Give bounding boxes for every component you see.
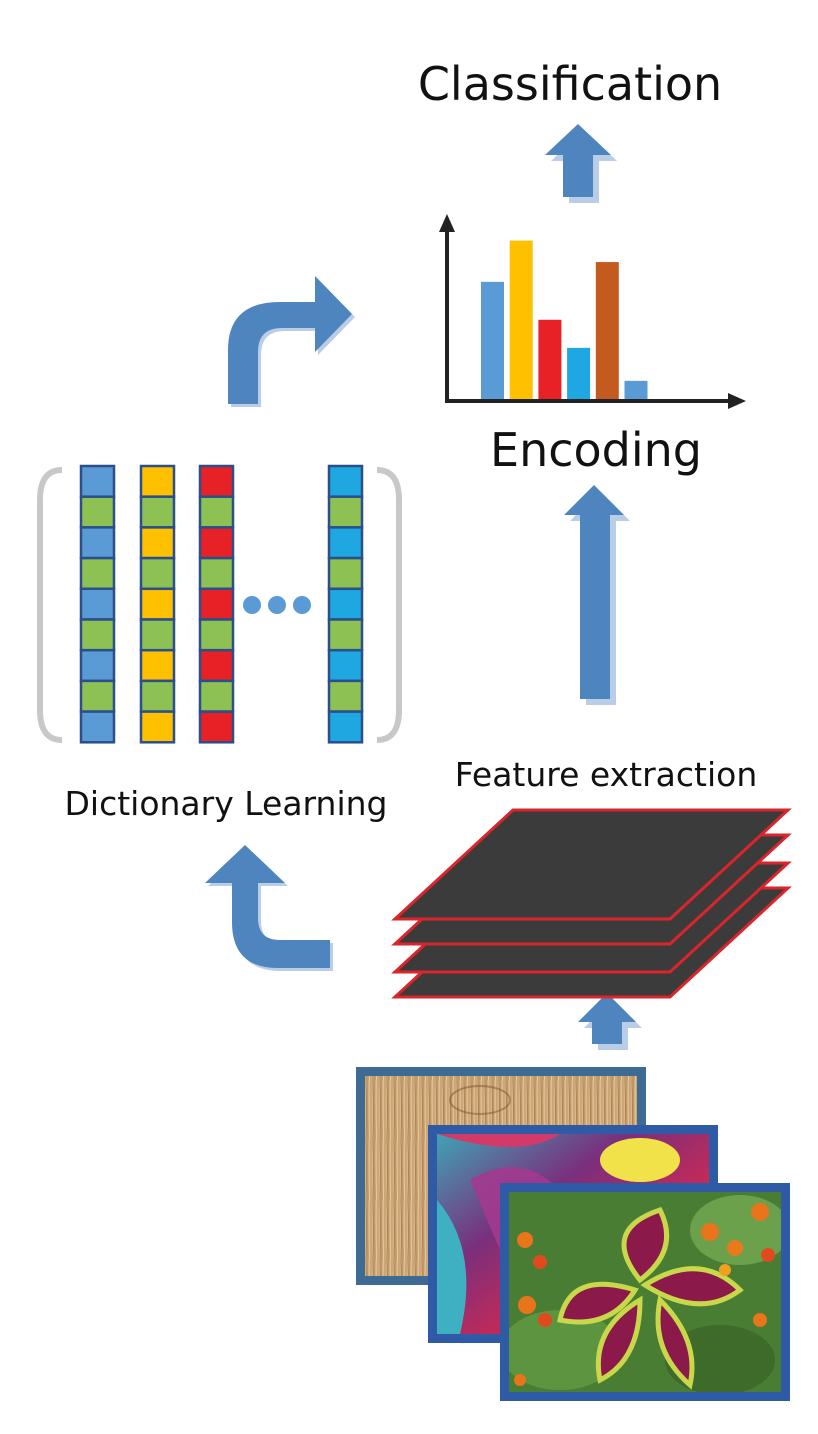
flower-plant-image (500, 1183, 790, 1401)
chart-bar-1 (481, 281, 504, 399)
dictionary-cell (139, 556, 176, 591)
dictionary-cell (139, 587, 176, 621)
arrow-to-classification-icon (545, 124, 617, 203)
dictionary-cell (139, 648, 176, 683)
dictionary-cell (327, 710, 364, 744)
chart-x-axis-arrowhead (728, 393, 746, 409)
feature-extraction-label: Feature extraction (455, 755, 758, 794)
dictionary-cell (198, 526, 235, 560)
dictionary-cell (198, 679, 235, 713)
dictionary-atom-3 (198, 464, 235, 744)
dictionary-cell (327, 526, 364, 560)
dictionary-cell (79, 526, 116, 560)
chart-bar-2 (509, 240, 533, 399)
left-bracket (37, 467, 63, 743)
dictionary-cell (139, 679, 176, 713)
dictionary-cell (198, 556, 235, 591)
dictionary-cell (198, 464, 235, 498)
dictionary-cell (198, 495, 235, 529)
dictionary-cell (327, 587, 364, 621)
dictionary-cell (79, 648, 116, 683)
chart-bar-5 (595, 262, 619, 399)
curved-arrow-to-encoding-icon (228, 276, 355, 407)
dictionary-atom-4 (327, 464, 364, 744)
input-images (356, 1067, 790, 1401)
dictionary-cell (139, 618, 176, 652)
dictionary-matrix (37, 464, 402, 744)
chart-bar-6 (624, 380, 648, 399)
classification-label: Classification (418, 57, 722, 111)
chart-bar-4 (567, 347, 591, 399)
dictionary-cell (139, 710, 176, 744)
dictionary-cell (327, 495, 364, 529)
dictionary-cell (139, 495, 176, 529)
dictionary-learning-label: Dictionary Learning (64, 784, 387, 823)
curved-arrow-to-dictionary-icon (205, 845, 333, 971)
dictionary-cell (79, 556, 116, 591)
dictionary-cell (198, 587, 235, 621)
dictionary-cell (79, 495, 116, 529)
right-bracket (376, 467, 402, 743)
feature-map-1 (391, 808, 792, 921)
dictionary-cell (79, 679, 116, 713)
dictionary-cell (139, 464, 176, 498)
dictionary-cell (327, 618, 364, 652)
dictionary-cell (79, 618, 116, 652)
ellipsis-dots-icon (243, 596, 311, 614)
dictionary-cell (327, 556, 364, 591)
dictionary-atom-2 (139, 464, 176, 744)
feature-map-stack (391, 808, 792, 999)
dictionary-cell (327, 679, 364, 713)
encoding-label: Encoding (490, 423, 702, 477)
dictionary-cell (198, 618, 235, 652)
chart-y-axis-arrowhead (439, 214, 455, 232)
dictionary-cell (198, 710, 235, 744)
arrow-to-encoding-icon (564, 485, 630, 705)
dictionary-cell (79, 587, 116, 621)
dictionary-cell (139, 526, 176, 560)
dictionary-cell (327, 464, 364, 498)
chart-bar-3 (538, 319, 562, 399)
dictionary-cell (79, 464, 116, 498)
dictionary-cell (79, 710, 116, 744)
encoding-histogram (439, 214, 746, 409)
dictionary-cell (327, 648, 364, 683)
dictionary-cell (198, 648, 235, 683)
dictionary-atom-1 (79, 464, 116, 744)
arrow-to-feature-extraction-icon (578, 993, 642, 1050)
